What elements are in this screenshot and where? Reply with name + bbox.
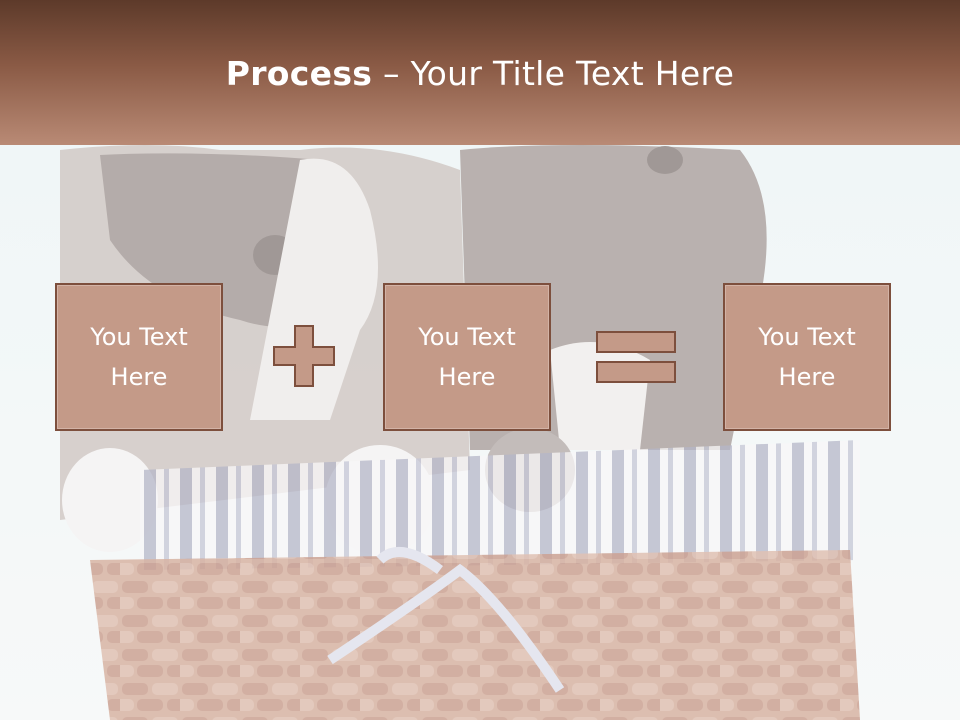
- equals-icon: [596, 331, 676, 383]
- title-bold-part: Process: [225, 54, 373, 93]
- process-box-1: You Text Here: [55, 283, 223, 431]
- process-box-2: You Text Here: [383, 283, 551, 431]
- process-box-3: You Text Here: [723, 283, 891, 431]
- title-rest-part: – Your Title Text Here: [372, 54, 735, 93]
- process-box-1-text: You Text Here: [90, 323, 188, 391]
- plus-icon: [273, 325, 335, 387]
- slide-title: Process – Your Title Text Here: [0, 54, 960, 93]
- title-banner: Process – Your Title Text Here: [0, 0, 960, 145]
- process-box-3-text: You Text Here: [758, 323, 856, 391]
- process-box-2-text: You Text Here: [418, 323, 516, 391]
